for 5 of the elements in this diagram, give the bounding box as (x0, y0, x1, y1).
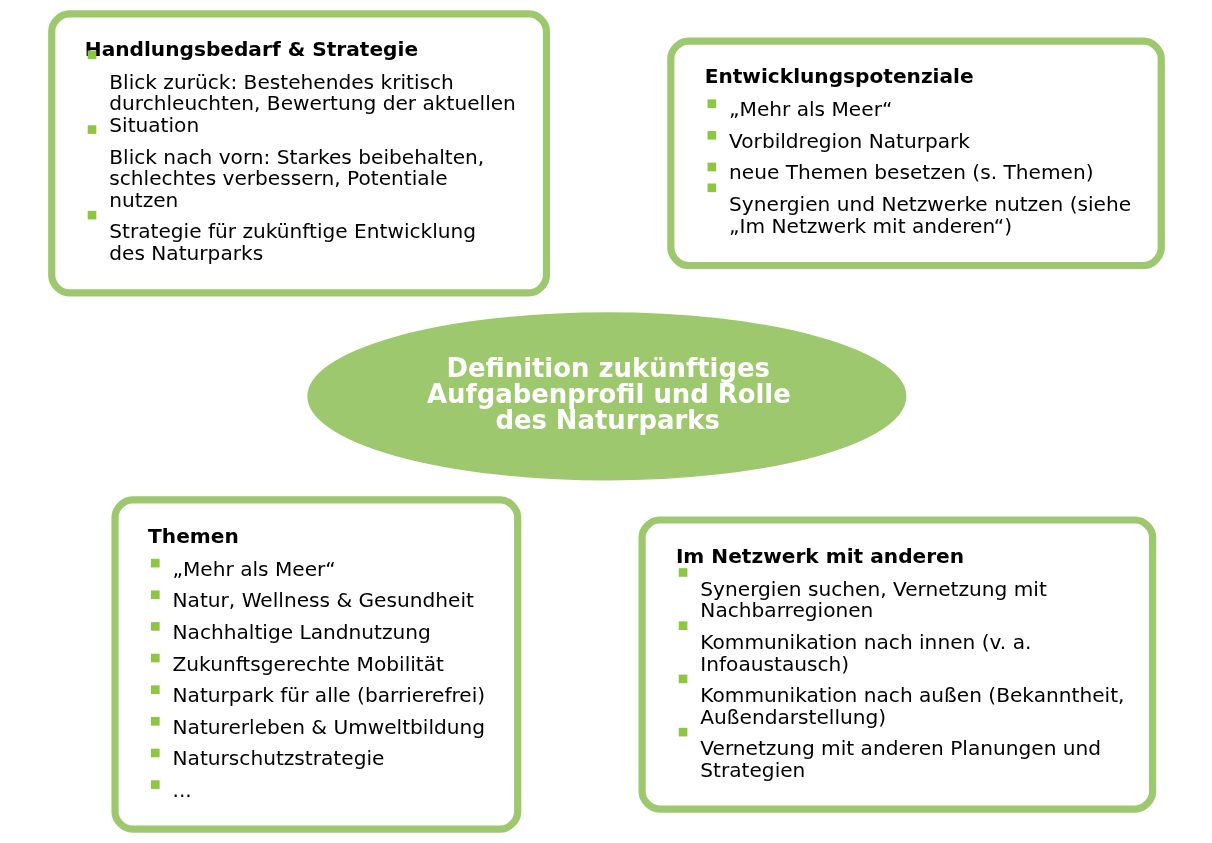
node-box: Im Netzwerk mit anderen Synergien suchen, Vernetzung mit Nachbarregionen Kommunikation nach innen (v. a. Infoaustausch) Kommunikation nach außen (Bekanntheit, Außendarstellung) Vernetzung mit anderen Planungen und Strategien (638, 516, 1156, 813)
node-box: Entwicklungspotenziale „Mehr als Meer“ Vorbildregion Naturpark neue Themen besetzen (s. Themen) Synergien und Netzwerke nutzen (siehe „Im Netzwerk mit anderen“) (666, 37, 1165, 270)
node-box: Handlungsbedarf & Strategie Blick zurück: Bestehendes kritisch durchleuchten, Bewertung der aktuellen Situation Blick nach vorn: Starkes beibehalten, schlechtes verbessern, Potentiale nutzen Strategie für zukünftige Entwicklung des Naturparks (47, 10, 550, 297)
node-ellipse: Definition zukünftiges Aufgabenprofil und Rolle des Naturparks (306, 312, 906, 481)
node-box: Themen „Mehr als Meer“ Natur, Wellness & Gesundheit Nachhaltige Landnutzung Zukunftsgerechte Mobilität Naturpark für alle (barrierefrei) Naturerleben & Umweltbildung Naturschutzstrategie ... (110, 496, 521, 833)
